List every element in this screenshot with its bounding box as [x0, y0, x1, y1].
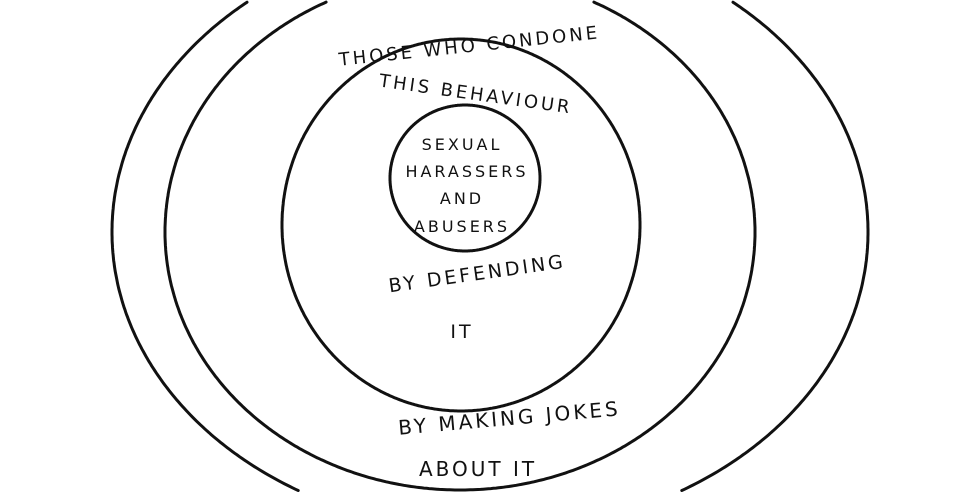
condoners-label-line-2: THIS BEHAVIOUR	[377, 70, 574, 118]
outer-ring	[110, 0, 870, 492]
center-label-line-4: ABUSERS	[414, 217, 510, 236]
jokes-label-line-2: ABOUT IT	[419, 457, 537, 481]
condoners-ring	[280, 37, 642, 413]
center-label-line-2: HARASSERS	[405, 162, 528, 181]
defending-label-line-1: BY DEFENDING	[387, 251, 567, 298]
second-ring	[163, 0, 757, 492]
center-circle	[388, 103, 542, 253]
condoners-label-line-1: THOSE WHO CONDONE	[337, 22, 601, 70]
center-label-line-3: AND	[440, 189, 484, 208]
defending-label-line-2: IT	[450, 321, 473, 343]
center-label-line-1: SEXUAL	[422, 135, 503, 154]
